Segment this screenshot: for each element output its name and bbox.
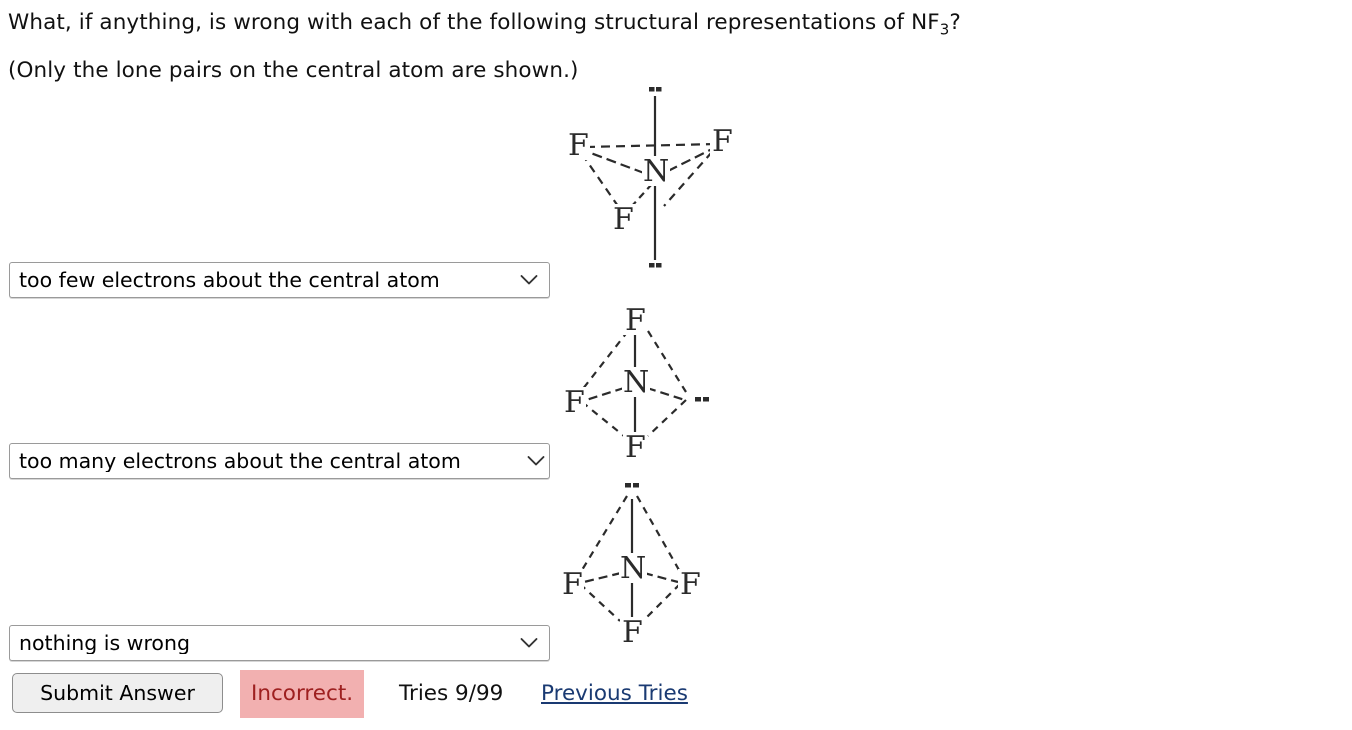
perimeter-left-bottom	[581, 153, 621, 210]
molecule-diagram-2: F F F N	[552, 296, 732, 461]
lone-pair-top-icon	[625, 483, 639, 488]
answer-select-3-value: nothing is wrong	[19, 632, 190, 654]
bond-n-f-left	[583, 571, 622, 584]
bond-n-f-left	[587, 150, 645, 175]
atom-label-f-right: F	[680, 567, 701, 602]
atom-label-f-left: F	[568, 128, 589, 163]
molecule-2-svg: F F F N	[562, 303, 709, 461]
atom-label-f-bottom: F	[625, 430, 646, 461]
answer-select-2[interactable]: too many electrons about the central ato…	[9, 443, 550, 479]
atom-label-n-center: N	[623, 365, 649, 400]
submit-answer-button[interactable]: Submit Answer	[12, 673, 223, 713]
atom-label-f-bottom: F	[622, 615, 643, 649]
answer-select-1-value: too few electrons about the central atom	[19, 269, 440, 291]
bond-n-f-bottom	[630, 183, 653, 208]
bond-n-lone-pair-right	[646, 386, 686, 402]
atom-label-f-left: F	[562, 567, 583, 602]
lone-pair-bottom-icon	[649, 263, 662, 268]
perimeter-right-bottom	[642, 583, 681, 622]
answer-row: Submit Answer Incorrect. Tries 9/99 Prev…	[0, 670, 1352, 722]
perimeter-left-bottom	[579, 583, 621, 622]
question-line1-subscript: 3	[939, 20, 950, 39]
perimeter-top-right	[647, 330, 687, 393]
perimeter-top-right	[636, 495, 680, 571]
tries-counter: Tries 9/99	[399, 681, 504, 706]
atom-label-n-center: N	[620, 551, 646, 586]
atom-label-f-top: F	[625, 303, 646, 338]
status-badge: Incorrect.	[240, 670, 365, 718]
perimeter-right-bottom	[663, 151, 713, 207]
chevron-down-icon[interactable]	[509, 637, 549, 649]
question-line1-suffix: ?	[949, 10, 961, 35]
answer-select-3[interactable]: nothing is wrong	[9, 625, 550, 661]
molecule-diagram-3: F F F N	[548, 474, 728, 649]
molecule-1-svg: F F F N	[566, 87, 734, 268]
chevron-down-icon[interactable]	[523, 455, 549, 467]
lone-pair-right-icon	[695, 397, 709, 402]
question-line1-prefix: What, if anything, is wrong with each of…	[8, 10, 940, 35]
perimeter-right-bottom	[647, 399, 687, 437]
atom-label-f-bottom: F	[613, 202, 634, 237]
answer-select-2-value: too many electrons about the central ato…	[19, 450, 461, 472]
atom-label-f-left: F	[564, 385, 585, 420]
atom-label-f-right: F	[712, 124, 733, 159]
bond-n-f-left	[585, 386, 625, 402]
previous-tries-link[interactable]: Previous Tries	[541, 681, 688, 706]
atom-label-n-center: N	[643, 154, 669, 189]
answer-select-1[interactable]: too few electrons about the central atom	[9, 262, 550, 298]
molecule-diagram-1: F F F N	[548, 78, 748, 278]
bond-n-f-right	[643, 571, 679, 584]
bond-n-f-right	[667, 147, 715, 172]
perimeter-top-left	[581, 330, 629, 391]
lone-pair-top-icon	[649, 87, 662, 92]
perimeter-top-left	[581, 495, 628, 571]
question-text: What, if anything, is wrong with each of…	[8, 2, 1338, 92]
molecule-3-svg: F F F N	[560, 483, 702, 649]
chevron-down-icon[interactable]	[509, 274, 549, 286]
perimeter-left-bottom	[581, 401, 625, 437]
question-line2: (Only the lone pairs on the central atom…	[8, 58, 579, 84]
perimeter-left-right	[585, 142, 719, 149]
